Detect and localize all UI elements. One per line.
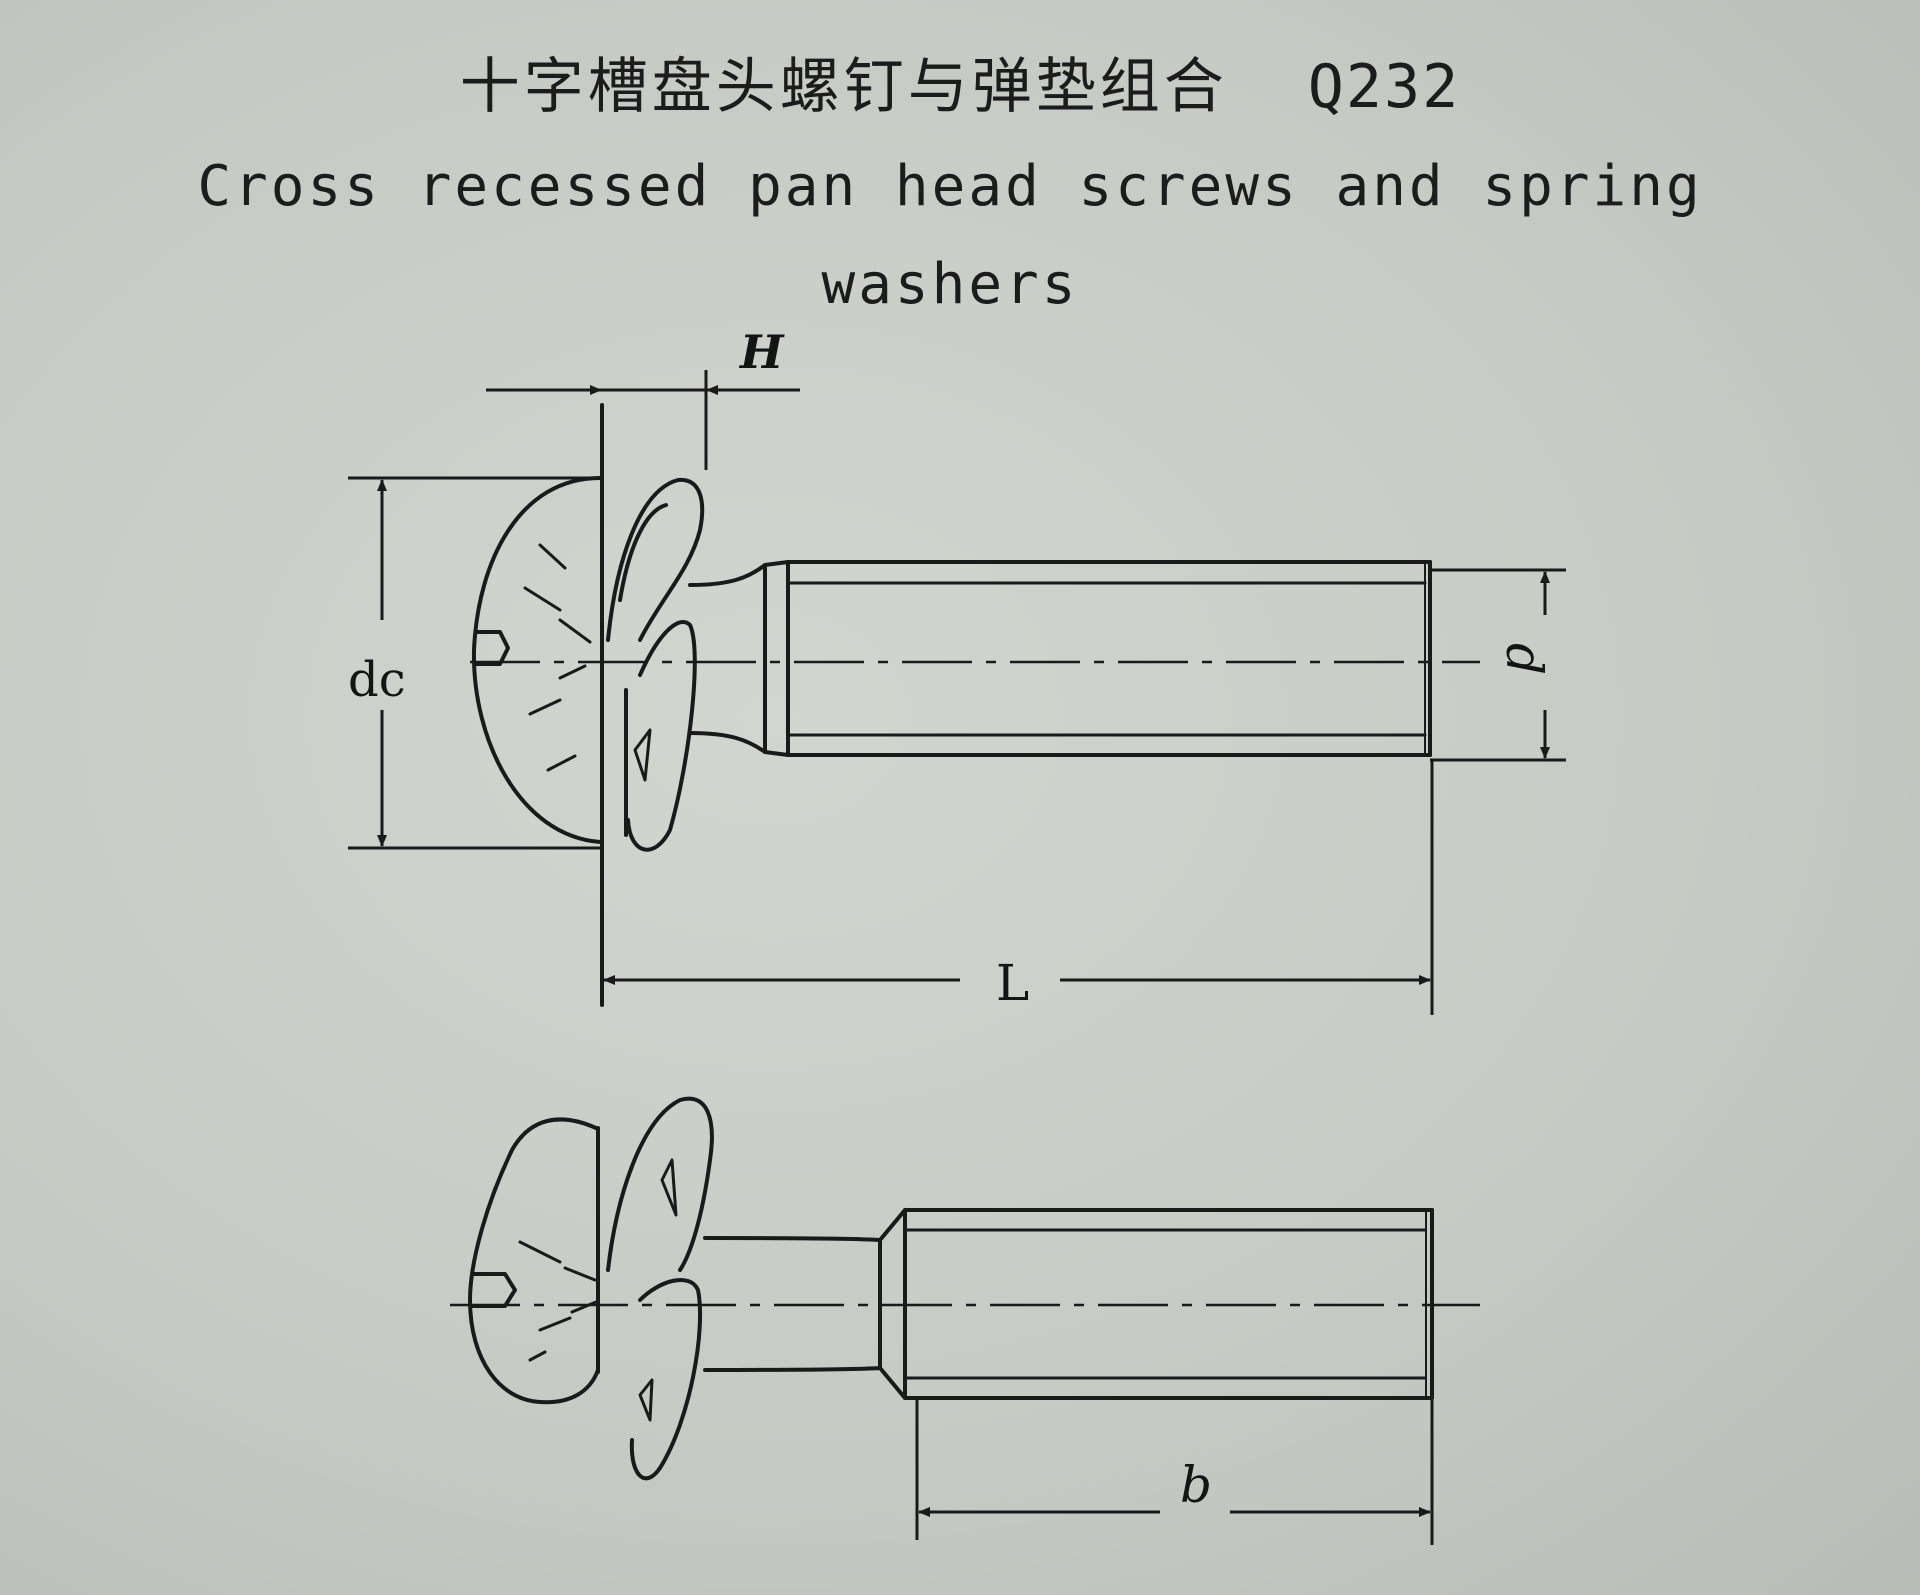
label-d: d	[1495, 643, 1553, 675]
top-washer-lower	[626, 620, 697, 852]
top-pan-head	[471, 476, 602, 844]
label-L: L	[996, 954, 1029, 1012]
top-washer-upper-inner	[618, 503, 668, 602]
bottom-view-screw	[468, 1096, 1434, 1481]
bottom-pan-head	[468, 1117, 600, 1405]
top-washer-split	[633, 728, 652, 782]
title-chinese: 十字槽盘头螺钉与弹垫组合 Q232	[0, 38, 1920, 125]
bottom-washer-lower	[629, 1278, 702, 1481]
title-english: Cross recessed pan head screws and sprin…	[197, 154, 1703, 317]
top-recess-notch	[474, 630, 510, 666]
dimension-dc	[348, 476, 600, 850]
top-washer-upper	[606, 477, 705, 642]
dimension-d	[1430, 568, 1566, 762]
title-code: Q232	[1307, 52, 1461, 122]
top-recess-marks	[523, 543, 592, 772]
title-chinese-text: 十字槽盘头螺钉与弹垫组合	[459, 52, 1228, 122]
bottom-recess-marks	[518, 1240, 598, 1362]
top-neck	[688, 563, 767, 587]
label-dc: dc	[348, 652, 406, 708]
top-view-screw	[471, 403, 1432, 1007]
label-b: b	[1180, 1456, 1212, 1514]
top-thread-chamfer	[763, 560, 790, 757]
dimension-H	[486, 370, 800, 470]
top-neck-lower	[688, 731, 767, 754]
label-H: H	[738, 325, 785, 379]
bottom-washer	[606, 1096, 714, 1272]
bottom-recess-notch	[470, 1272, 517, 1308]
dimension-b	[915, 1400, 1434, 1545]
dimension-L	[603, 760, 1434, 1015]
